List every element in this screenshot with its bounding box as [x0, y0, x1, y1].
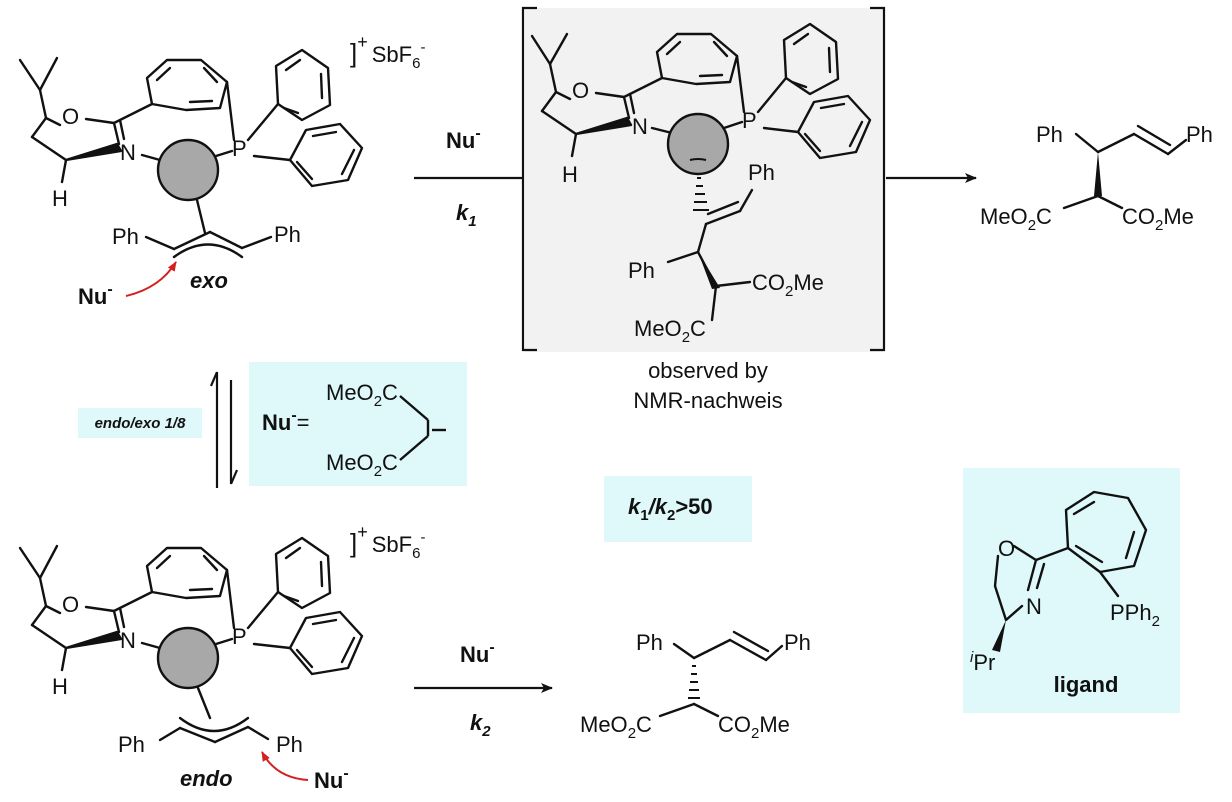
ligand-ring-bond [993, 585, 1008, 621]
endo-ph-left: Ph [118, 732, 145, 757]
rate-ratio: k1/k2>50 [628, 494, 713, 524]
metal-center-exo [156, 138, 220, 202]
hashed-bond-intermediate [693, 177, 709, 211]
malonate-meo2c-top: MeO2C [326, 380, 398, 410]
int-atom-h: H [562, 162, 578, 187]
prod-bot-ph-right: Ph [784, 630, 811, 655]
exo-atom-o: O [62, 104, 79, 129]
product-top [1062, 124, 1188, 210]
k1-label: k1 [456, 200, 477, 230]
endo-exo-ratio: endo/exo 1/8 [95, 415, 187, 432]
nucleophile-attack-arrow-exo [125, 261, 177, 297]
malonate-structure [399, 395, 446, 461]
prod-bot-ph-left: Ph [636, 630, 663, 655]
counterion-top: ]+SbF6- [350, 32, 425, 72]
prod-top-ph-left: Ph [1036, 122, 1063, 147]
int-co2me: CO2Me [752, 270, 824, 300]
endo-atom-h: H [52, 674, 68, 699]
exo-atom-p: P [232, 136, 247, 161]
prod-bot-meo2c: MeO2C [580, 712, 652, 742]
prod-top-meo2c: MeO2C [980, 204, 1052, 234]
observed-line2: NMR-nachweis [633, 388, 782, 413]
exo-label: exo [190, 268, 228, 293]
exo-nu: Nu- [78, 281, 113, 309]
exo-atom-n: N [120, 140, 136, 165]
product-bottom [658, 630, 784, 718]
nu-definition: Nu-= [262, 407, 310, 435]
intermediate-complex [530, 22, 872, 322]
ratio-note-box [78, 408, 202, 438]
hashed-bond-product-bottom [688, 665, 700, 699]
metal-center-endo [156, 626, 220, 690]
endo-atom-n: N [120, 628, 136, 653]
intermediate-brackets [521, 6, 886, 352]
int-meo2c: MeO2C [634, 316, 706, 346]
metal-center-intermediate [666, 112, 730, 176]
prod-top-co2me: CO2Me [1122, 204, 1194, 234]
ligand-ipr: iPr [970, 649, 995, 675]
nucleophile-box [249, 362, 467, 486]
intermediate-arc [689, 158, 707, 161]
rate-ratio-box [604, 476, 752, 542]
exo-atom-h: H [52, 186, 68, 211]
ligand-pph2: PPh2 [1110, 600, 1160, 630]
k1-nu-label: Nu- [446, 125, 481, 153]
ligand-label: ligand [1054, 672, 1119, 697]
intermediate-box [525, 8, 883, 352]
ligand-atom-o: O [998, 536, 1015, 561]
endo-label: endo [180, 766, 233, 791]
counterion-bottom: ]+SbF6- [350, 522, 425, 562]
observed-line1: observed by [648, 358, 768, 383]
k2-nu-label: Nu- [460, 639, 495, 667]
malonate-meo2c-bottom: MeO2C [326, 450, 398, 480]
wedge-product-top [1094, 152, 1102, 196]
k2-label: k2 [470, 710, 491, 740]
wedge-ligand [992, 620, 1006, 652]
wedge-intermediate [698, 252, 720, 289]
prod-top-ph-right: Ph [1186, 122, 1213, 147]
ligand-structure [993, 490, 1148, 622]
endo-atom-o: O [62, 592, 79, 617]
endo-complex [18, 536, 364, 744]
endo-nu: Nu- [314, 765, 349, 793]
int-atom-n: N [632, 114, 648, 139]
equilibrium-arrows [209, 371, 239, 488]
ligand-box [963, 468, 1180, 713]
int-ph-top: Ph [748, 160, 775, 185]
endo-atom-p: P [232, 624, 247, 649]
int-atom-p: P [742, 108, 757, 133]
exo-ph-left: Ph [112, 224, 139, 249]
nucleophile-attack-arrow-endo [261, 751, 309, 781]
int-atom-o: O [572, 78, 589, 103]
prod-bot-co2me: CO2Me [718, 712, 790, 742]
exo-ph-right: Ph [274, 222, 301, 247]
endo-ph-right: Ph [276, 732, 303, 757]
int-ph-left: Ph [628, 258, 655, 283]
ligand-atom-n: N [1026, 594, 1042, 619]
exo-complex [18, 48, 364, 259]
